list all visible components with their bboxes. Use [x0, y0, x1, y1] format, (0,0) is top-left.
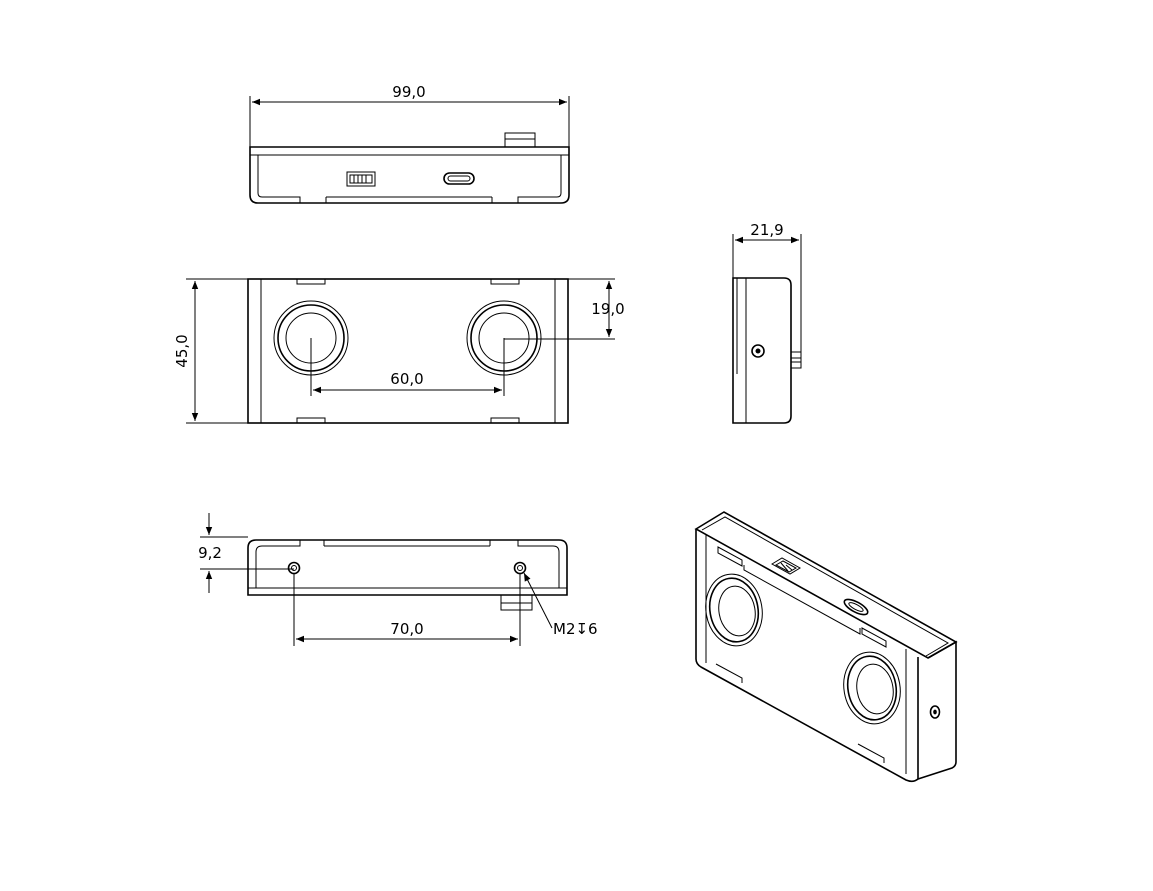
dim-lens-spacing: 60,0 [310, 338, 505, 396]
dim-height-label: 45,0 [173, 334, 191, 367]
dim-hole-spacing-label: 70,0 [390, 620, 423, 638]
iso-right-lens-icon [843, 651, 901, 725]
dim-lens-offset-label: 19,0 [591, 300, 624, 318]
thread-callout-label: M2↧6 [553, 620, 598, 638]
side-view: 21,9 [732, 221, 802, 424]
iso-left-lens-icon [705, 573, 763, 647]
isometric-view [694, 511, 958, 783]
left-mount-hole-icon [287, 561, 301, 575]
dim-lens-spacing-label: 60,0 [390, 370, 423, 388]
iso-usb-c-port-icon [843, 598, 869, 616]
micro-connector-icon [346, 171, 376, 187]
iso-micro-connector-icon [771, 557, 801, 575]
right-mount-hole-icon [513, 561, 527, 575]
top-view: 99,0 [249, 83, 570, 204]
iso-side-screw-icon [929, 705, 941, 719]
dim-height: 45,0 [173, 278, 248, 424]
dim-lens-offset: 19,0 [504, 278, 625, 340]
thread-callout: M2↧6 [523, 572, 598, 638]
dim-hole-offset: 9,2 [198, 513, 294, 593]
bottom-view: 9,2 70,0 M2↧6 [198, 513, 598, 646]
dim-width-label: 99,0 [392, 83, 425, 101]
dim-depth-label: 21,9 [750, 221, 783, 239]
dim-hole-spacing: 70,0 [293, 574, 521, 646]
dim-width: 99,0 [249, 83, 570, 147]
front-view: 45,0 60,0 19,0 [173, 278, 625, 424]
dim-depth: 21,9 [732, 221, 802, 352]
dim-hole-offset-label: 9,2 [198, 544, 222, 562]
usb-c-port-icon [443, 172, 475, 185]
side-screw-icon [751, 344, 765, 358]
